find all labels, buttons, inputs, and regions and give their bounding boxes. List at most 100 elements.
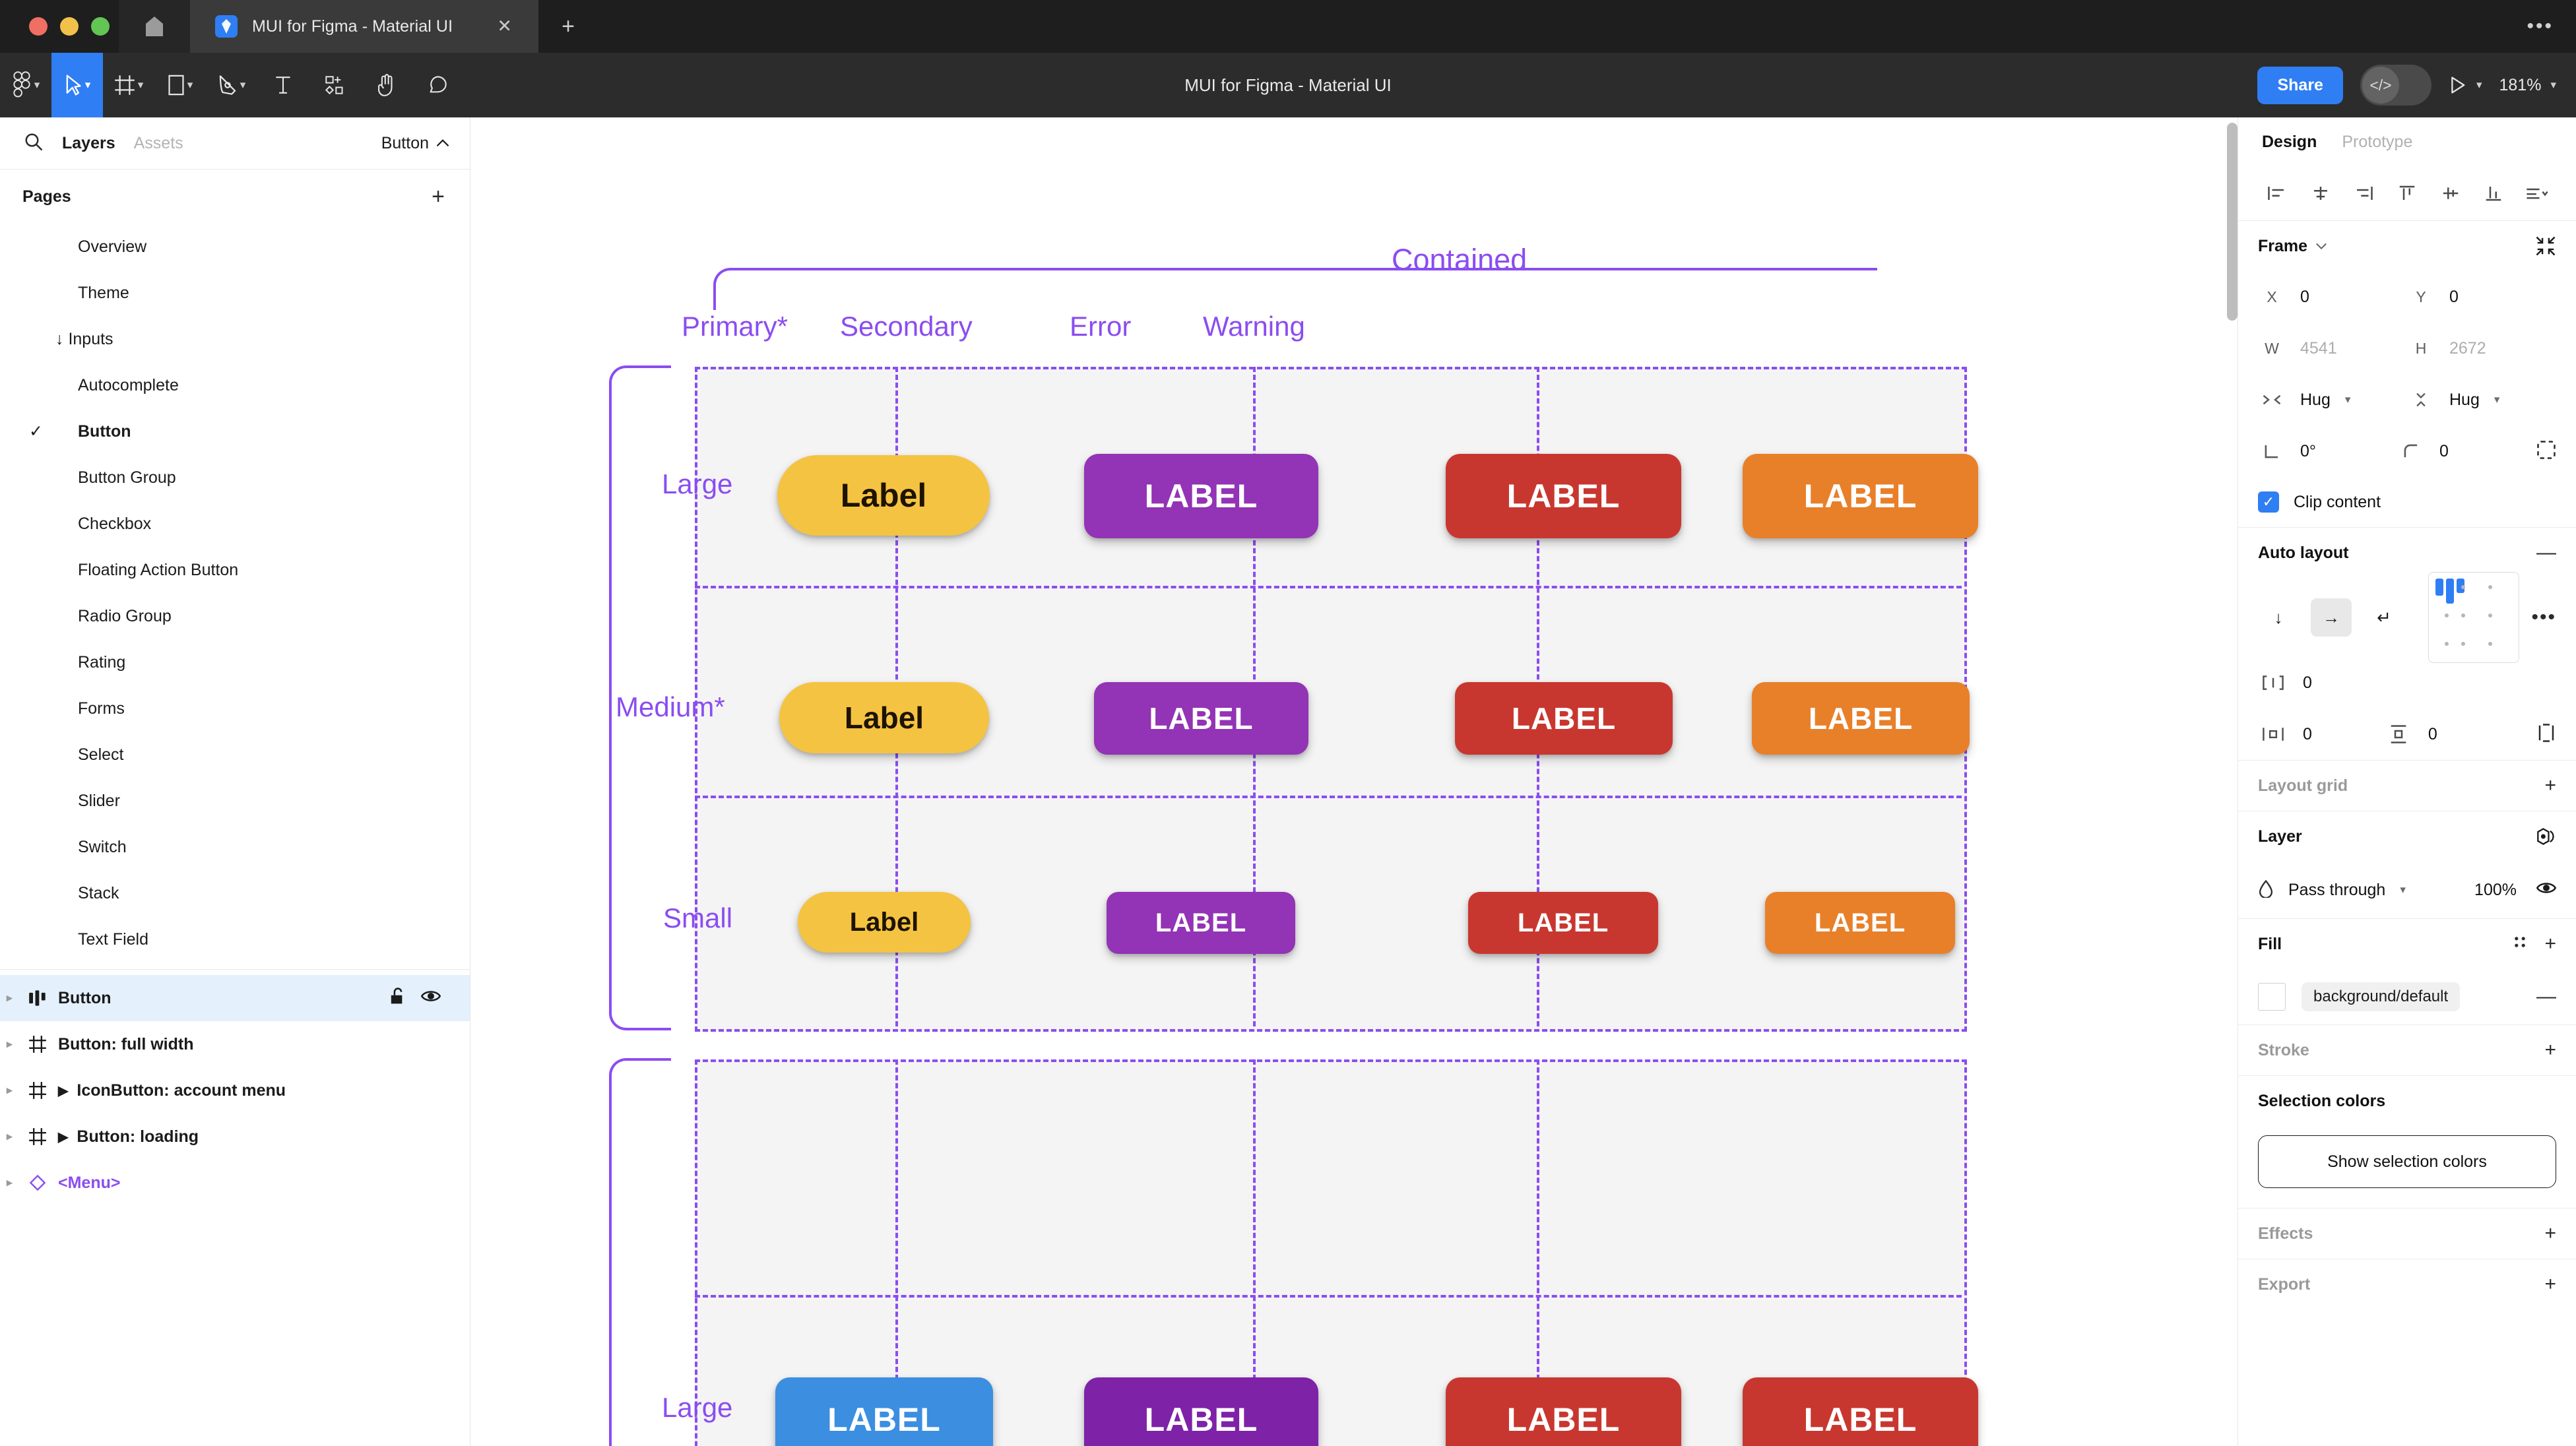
variant-button-g1-r1-error[interactable]: LABEL [1446, 454, 1681, 538]
blend-mode-value[interactable]: Pass through [2288, 880, 2386, 899]
browser-tab[interactable]: MUI for Figma - Material UI ✕ [190, 0, 538, 53]
fill-color-swatch[interactable] [2258, 983, 2286, 1011]
styles-icon[interactable] [2511, 933, 2528, 955]
share-button[interactable]: Share [2257, 66, 2343, 104]
page-item-button[interactable]: ✓Button [29, 422, 131, 441]
page-item-floating-action-button[interactable]: Floating Action Button [78, 560, 239, 579]
align-horizontal-center-icon[interactable] [2299, 185, 2342, 202]
independent-corners-icon[interactable] [2536, 440, 2556, 463]
align-right-icon[interactable] [2342, 185, 2385, 202]
chevron-right-icon[interactable]: ▸ [7, 1038, 13, 1050]
distribute-icon[interactable] [2515, 185, 2559, 202]
page-item-theme[interactable]: Theme [78, 283, 129, 302]
comment-tool-icon[interactable] [412, 53, 463, 117]
layer-item-menu[interactable]: ▸ <Menu> [0, 1160, 470, 1206]
remove-fill-button[interactable]: — [2536, 986, 2556, 1007]
add-export-button[interactable]: + [2544, 1273, 2556, 1295]
dev-mode-toggle[interactable]: </> [2360, 65, 2431, 106]
tab-layers[interactable]: Layers [62, 133, 115, 152]
add-page-button[interactable]: + [432, 184, 445, 209]
chevron-right-icon[interactable]: ▸ [7, 1130, 13, 1143]
close-window-button[interactable] [29, 17, 48, 36]
frame-hug-width-select[interactable]: Hug ▾ [2258, 391, 2407, 410]
variant-button-g1-r1-primary[interactable]: Label [777, 455, 990, 536]
layer-style-icon[interactable] [2536, 827, 2556, 846]
auto-layout-gap-field[interactable]: 0 [2258, 674, 2407, 693]
shape-tool-icon[interactable]: ▾ [154, 53, 206, 117]
frame-rotation-field[interactable]: 0° [2258, 442, 2397, 461]
eye-icon[interactable] [420, 988, 441, 1009]
variant-button-g1-r3-error[interactable]: LABEL [1468, 892, 1658, 954]
tab-assets[interactable]: Assets [133, 133, 183, 152]
close-tab-button[interactable]: ✕ [497, 16, 512, 36]
layer-item-iconbutton-account-menu[interactable]: ▸ ▶IconButton: account menu [0, 1067, 470, 1114]
minimize-window-button[interactable] [60, 17, 79, 36]
browser-overflow-menu[interactable]: ••• [2527, 15, 2554, 37]
new-tab-button[interactable]: + [562, 13, 575, 39]
move-tool-icon[interactable]: ▾ [51, 53, 103, 117]
frame-tool-icon[interactable]: ▾ [103, 53, 154, 117]
page-item-button-group[interactable]: Button Group [78, 468, 176, 487]
remove-auto-layout-button[interactable]: — [2536, 542, 2556, 563]
hand-tool-icon[interactable] [360, 53, 412, 117]
page-item-select[interactable]: Select [78, 745, 124, 764]
variant-button-g1-r2-error[interactable]: LABEL [1455, 682, 1673, 755]
clip-content-checkbox[interactable]: ✓ [2258, 491, 2279, 513]
align-left-icon[interactable] [2255, 185, 2299, 202]
figma-canvas[interactable]: Contained Primary* Secondary Error Warni… [470, 117, 2238, 1446]
variant-button-g1-r2-primary[interactable]: Label [779, 682, 989, 753]
variant-button-g1-r3-primary[interactable]: Label [798, 892, 971, 953]
variant-button-g1-r3-secondary[interactable]: LABEL [1107, 892, 1295, 954]
page-item-stack[interactable]: Stack [78, 883, 119, 902]
auto-layout-more-options[interactable]: ••• [2531, 606, 2556, 628]
chevron-right-icon[interactable]: ▸ [7, 991, 13, 1004]
clip-content-row[interactable]: ✓ Clip content [2258, 477, 2556, 527]
frame-hug-height-select[interactable]: Hug ▾ [2407, 391, 2556, 410]
wrap-icon[interactable]: ↵ [2377, 607, 2391, 627]
eye-icon[interactable] [2536, 880, 2557, 900]
variant-button-g2-r1-warning[interactable]: LABEL [1743, 1377, 1978, 1446]
add-layout-grid-button[interactable]: + [2544, 774, 2556, 796]
variant-button-g2-r1-primary[interactable]: LABEL [775, 1377, 993, 1446]
page-item-autocomplete[interactable]: Autocomplete [78, 375, 179, 394]
page-item-slider[interactable]: Slider [78, 791, 120, 810]
arrow-right-icon[interactable]: → [2311, 598, 2352, 637]
variant-button-g1-r1-warning[interactable]: LABEL [1743, 454, 1978, 538]
layer-item-button[interactable]: ▸ Button [0, 975, 470, 1021]
add-fill-button[interactable]: + [2544, 933, 2556, 955]
page-item-overview[interactable]: Overview [78, 237, 147, 256]
canvas-vertical-scrollbar[interactable] [2227, 123, 2238, 321]
page-item-rating[interactable]: Rating [78, 652, 126, 672]
fill-token-name[interactable]: background/default [2302, 982, 2461, 1011]
variant-button-g2-r1-secondary[interactable]: LABEL [1084, 1377, 1318, 1446]
variant-button-g1-r3-warning[interactable]: LABEL [1765, 892, 1955, 954]
layer-opacity-value[interactable]: 100% [2474, 880, 2517, 899]
add-effect-button[interactable]: + [2544, 1222, 2556, 1244]
align-top-icon[interactable] [2385, 185, 2429, 202]
page-selector[interactable]: Button [381, 134, 450, 153]
chevron-right-icon[interactable]: ▸ [7, 1084, 13, 1096]
pen-tool-icon[interactable]: ▾ [206, 53, 257, 117]
variant-button-g1-r2-secondary[interactable]: LABEL [1094, 682, 1308, 755]
present-button[interactable]: ▾ [2449, 76, 2482, 94]
tab-design[interactable]: Design [2262, 132, 2317, 151]
variant-button-g1-r1-secondary[interactable]: LABEL [1084, 454, 1318, 538]
tab-prototype[interactable]: Prototype [2342, 132, 2413, 151]
page-item-forms[interactable]: Forms [78, 699, 125, 718]
layer-item-button-loading[interactable]: ▸ ▶Button: loading [0, 1114, 470, 1160]
maximize-window-button[interactable] [91, 17, 110, 36]
text-tool-icon[interactable] [257, 53, 309, 117]
page-item-checkbox[interactable]: Checkbox [78, 514, 152, 533]
page-item-inputs[interactable]: ↓ Inputs [55, 329, 113, 348]
auto-layout-alignment-grid[interactable] [2428, 572, 2519, 663]
frame-corner-radius-field[interactable]: 0 [2397, 442, 2536, 461]
chevron-right-icon[interactable]: ▸ [7, 1176, 13, 1189]
auto-layout-vertical-padding-field[interactable]: 0 [2383, 724, 2509, 744]
figma-menu-icon[interactable]: ▾ [0, 53, 51, 117]
search-icon[interactable] [24, 132, 44, 155]
variant-button-g1-r2-warning[interactable]: LABEL [1752, 682, 1970, 755]
page-item-text-field[interactable]: Text Field [78, 929, 148, 949]
